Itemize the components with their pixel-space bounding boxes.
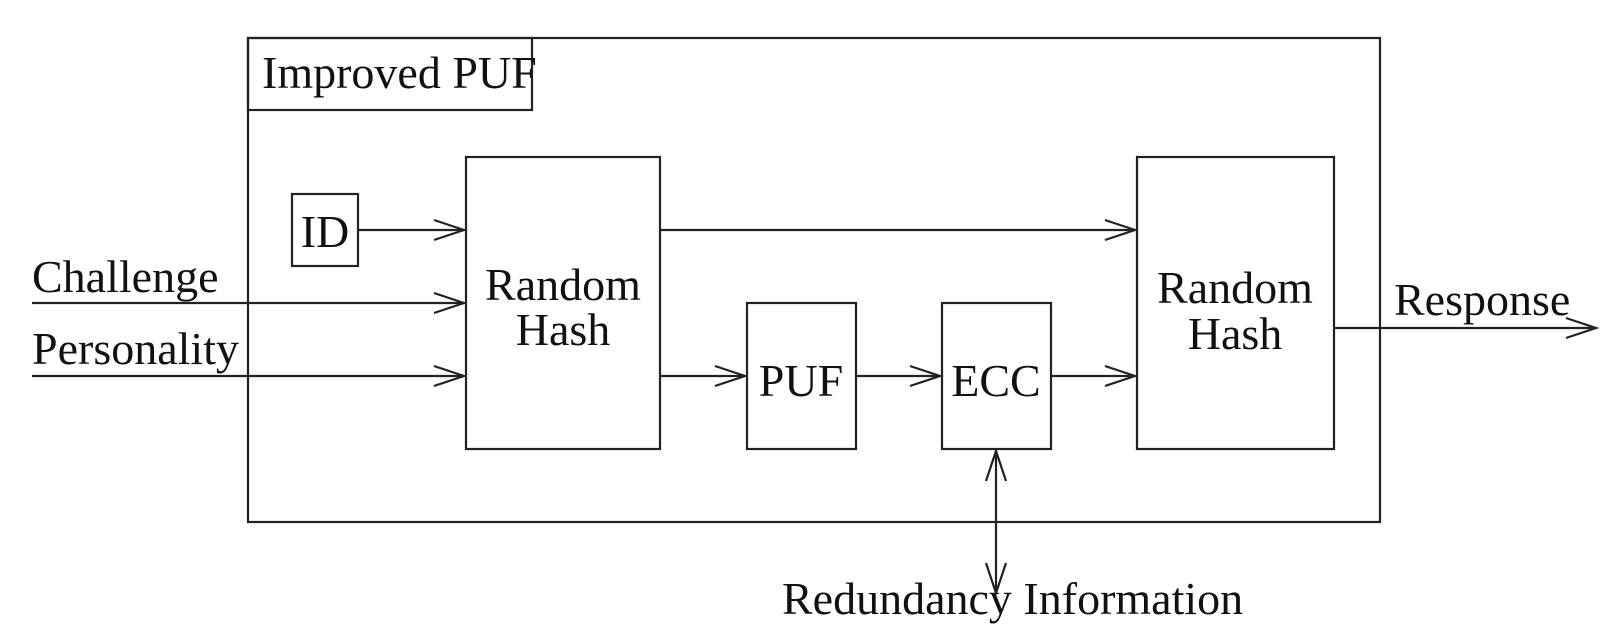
random-hash-out-block xyxy=(1135,155,1336,451)
arrow-hash-to-puf xyxy=(660,364,749,388)
arrow-personality-to-hash xyxy=(32,364,468,388)
personality-label: Personality xyxy=(32,323,239,374)
arrow-hash-to-output-hash xyxy=(660,218,1139,242)
ecc-block-label: ECC xyxy=(951,355,1040,406)
container-label: Improved PUF xyxy=(262,47,537,98)
id-block-label: ID xyxy=(301,206,350,257)
arrow-ecc-to-output-hash xyxy=(1051,364,1139,388)
challenge-label: Challenge xyxy=(32,251,219,302)
arrow-response-out xyxy=(1334,316,1600,340)
random-hash-out-label-line1: Random xyxy=(1157,262,1313,313)
improved-puf-container xyxy=(246,36,1382,524)
random-hash-in-label-line2: Hash xyxy=(516,304,611,355)
arrow-ecc-redundancy-bidirectional xyxy=(984,447,1008,597)
redundancy-information-label: Redundancy Information xyxy=(782,573,1243,624)
arrow-id-to-hash xyxy=(358,218,468,242)
random-hash-in-label-line1: Random xyxy=(485,259,641,310)
puf-block-label: PUF xyxy=(759,355,843,406)
response-label: Response xyxy=(1394,274,1570,325)
container-label-box xyxy=(246,36,534,112)
arrow-challenge-to-hash xyxy=(32,291,468,315)
arrow-puf-to-ecc xyxy=(856,364,944,388)
random-hash-out-label-line2: Hash xyxy=(1188,308,1283,359)
